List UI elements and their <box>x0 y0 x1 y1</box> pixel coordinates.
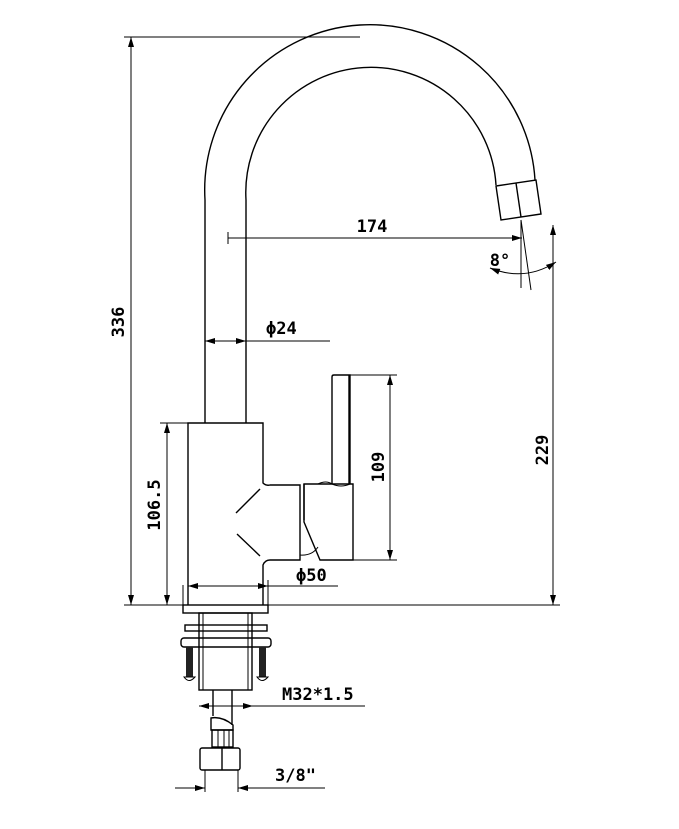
spout-angle-label: 8° <box>490 251 510 271</box>
dimension-spout-angle: 8° <box>490 219 557 291</box>
dimension-tube-diameter: ϕ24 <box>205 319 330 344</box>
spout-reach-label: 174 <box>357 217 388 237</box>
hose-connector <box>199 690 241 771</box>
total-height-label: 336 <box>109 307 129 338</box>
body-diameter-label: ϕ50 <box>296 566 327 586</box>
lever-height-label: 109 <box>369 452 389 483</box>
tube-diameter-label: ϕ24 <box>266 319 297 339</box>
spout <box>203 24 542 423</box>
handle-lever <box>317 374 351 487</box>
mounting-hardware <box>180 604 272 691</box>
dimension-spout-reach: 174 <box>227 217 522 244</box>
dimension-spout-height: 229 <box>533 225 556 605</box>
dimension-hose-connector: 3/8" <box>175 766 325 792</box>
extension-lines <box>124 36 560 606</box>
hose-connector-label: 3/8" <box>275 766 316 786</box>
dimension-body-height: 106.5 <box>145 423 170 605</box>
dimension-lever-height: 109 <box>369 375 393 560</box>
spout-height-label: 229 <box>533 435 553 466</box>
body-height-label: 106.5 <box>145 479 165 530</box>
thread-label: M32*1.5 <box>282 685 354 705</box>
dimension-total-height: 336 <box>109 37 134 605</box>
faucet-body <box>187 422 354 605</box>
dimension-thread: M32*1.5 <box>199 685 365 709</box>
dimension-body-diameter: ϕ50 <box>182 566 338 605</box>
